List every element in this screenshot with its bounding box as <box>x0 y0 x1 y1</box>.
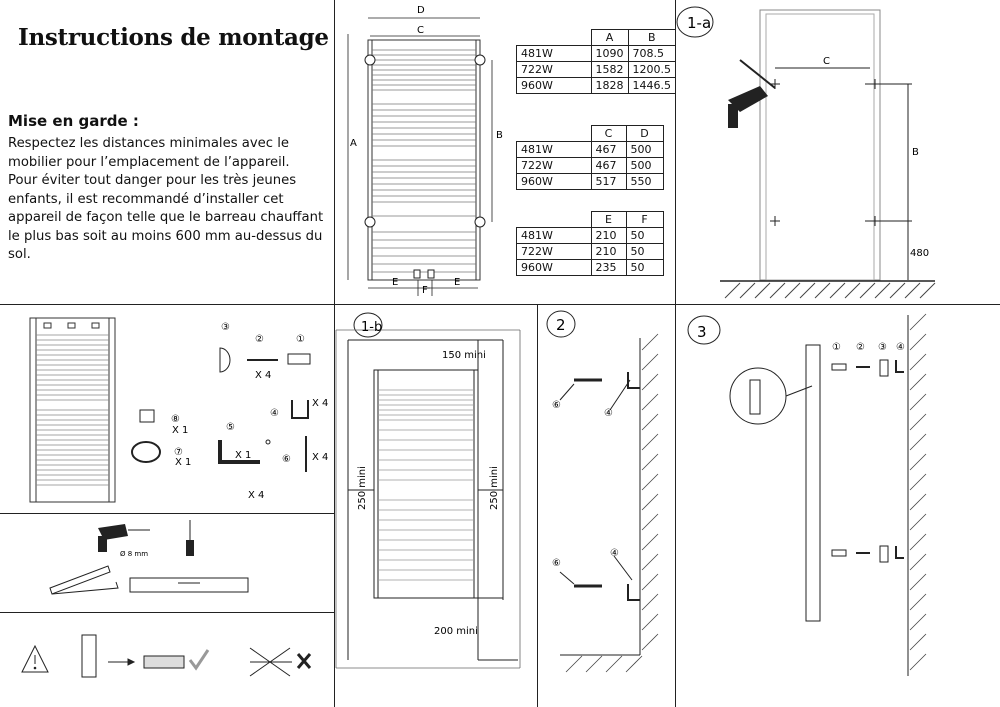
warning-heading: Mise en garde : <box>8 112 139 130</box>
fig2-num-4a: ④ <box>604 408 613 419</box>
drill-bit-label: Ø 8 mm <box>120 550 148 558</box>
fig1a-label-c: C <box>823 56 830 67</box>
part-num-4: ④ <box>270 408 279 419</box>
check-icon <box>188 649 210 671</box>
fig1b-bottom-label: 200 mini <box>434 626 478 637</box>
dim-label-e2: E <box>454 277 460 288</box>
level-icon <box>129 577 249 593</box>
grid-v-2 <box>675 0 676 707</box>
warning-text: Respectez les distances minimales avec l… <box>8 135 333 265</box>
cell: 708.5 <box>627 45 676 62</box>
fig2-num-6b: ⑥ <box>552 558 561 569</box>
part-qty-x4-a: X 4 <box>255 370 271 381</box>
dim-label-f: F <box>422 285 428 296</box>
cell: 1582 <box>590 61 629 78</box>
part-num-3: ③ <box>221 322 230 333</box>
fig3-num-4: ④ <box>896 342 905 353</box>
step-label-2: 2 <box>556 316 566 334</box>
part-num-1: ① <box>296 334 305 345</box>
grid-v-1 <box>334 0 335 707</box>
cell: 500 <box>625 157 664 174</box>
cell: 960W <box>516 173 592 190</box>
warning-line-1: Respectez les distances minimales avec l… <box>8 136 290 170</box>
part-num-6: ⑥ <box>282 454 291 465</box>
fig1b-left-label: 250 mini <box>357 466 368 510</box>
cell: 50 <box>625 259 664 276</box>
part-qty-x1-a: X 1 <box>172 425 188 436</box>
part-num-2: ② <box>255 334 264 345</box>
fig1b-right-label: 250 mini <box>489 466 500 510</box>
dim-label-b: B <box>496 130 503 141</box>
part-num-8: ⑧ <box>171 414 180 425</box>
part-qty-x1-c: X 1 <box>175 457 191 468</box>
cell: 517 <box>590 173 627 190</box>
step-label-1a: 1-a <box>687 14 711 32</box>
cell: 1828 <box>590 77 629 94</box>
warning-line-2: Pour éviter tout danger pour les très je… <box>8 173 324 262</box>
dim-label-a: A <box>350 138 357 149</box>
fig3-num-1: ① <box>832 342 841 353</box>
fig1a-label-b: B <box>912 147 919 158</box>
cell: 1446.5 <box>627 77 676 94</box>
fig1b-top-label: 150 mini <box>442 350 486 361</box>
cell: 50 <box>625 227 664 244</box>
fig2-num-6a: ⑥ <box>552 400 561 411</box>
screwdriver-icon <box>186 520 194 556</box>
cell: 960W <box>516 77 592 94</box>
dim-label-e1: E <box>392 277 398 288</box>
grid-h-main <box>0 304 1000 305</box>
wall-plug-icon <box>81 634 97 678</box>
warning-triangle-icon <box>21 644 49 673</box>
grid-h-left-1 <box>0 513 334 514</box>
cell: 467 <box>590 157 627 174</box>
grid-v-3 <box>537 304 538 707</box>
step-label-3: 3 <box>697 323 707 341</box>
dim-label-c: C <box>417 25 424 36</box>
part-num-5: ⑤ <box>226 422 235 433</box>
fig2-num-4b: ④ <box>610 548 619 559</box>
part-qty-x4-d: X 4 <box>248 490 264 501</box>
step-label-1b: 1-b <box>361 320 382 335</box>
part-qty-x4-c: X 4 <box>312 452 328 463</box>
part-qty-x4-b: X 4 <box>312 398 328 409</box>
grid-h-left-2 <box>0 612 334 613</box>
part-num-7: ⑦ <box>174 447 183 458</box>
fig1a-label-480: 480 <box>910 248 929 259</box>
ruler-icon <box>49 565 119 595</box>
brick-icon <box>143 655 185 669</box>
tool-drill-icon <box>98 524 128 552</box>
fig3-num-3: ③ <box>878 342 887 353</box>
cell: 960W <box>516 259 592 276</box>
part-qty-x1-b: X 1 <box>235 450 251 461</box>
drill-icon <box>728 86 768 128</box>
page-title: Instructions de montage <box>18 24 329 51</box>
cell: 1090 <box>590 45 629 62</box>
dim-label-d: D <box>417 5 425 16</box>
cell: 550 <box>625 173 664 190</box>
cross-icon <box>296 653 312 669</box>
fig3-num-2: ② <box>856 342 865 353</box>
